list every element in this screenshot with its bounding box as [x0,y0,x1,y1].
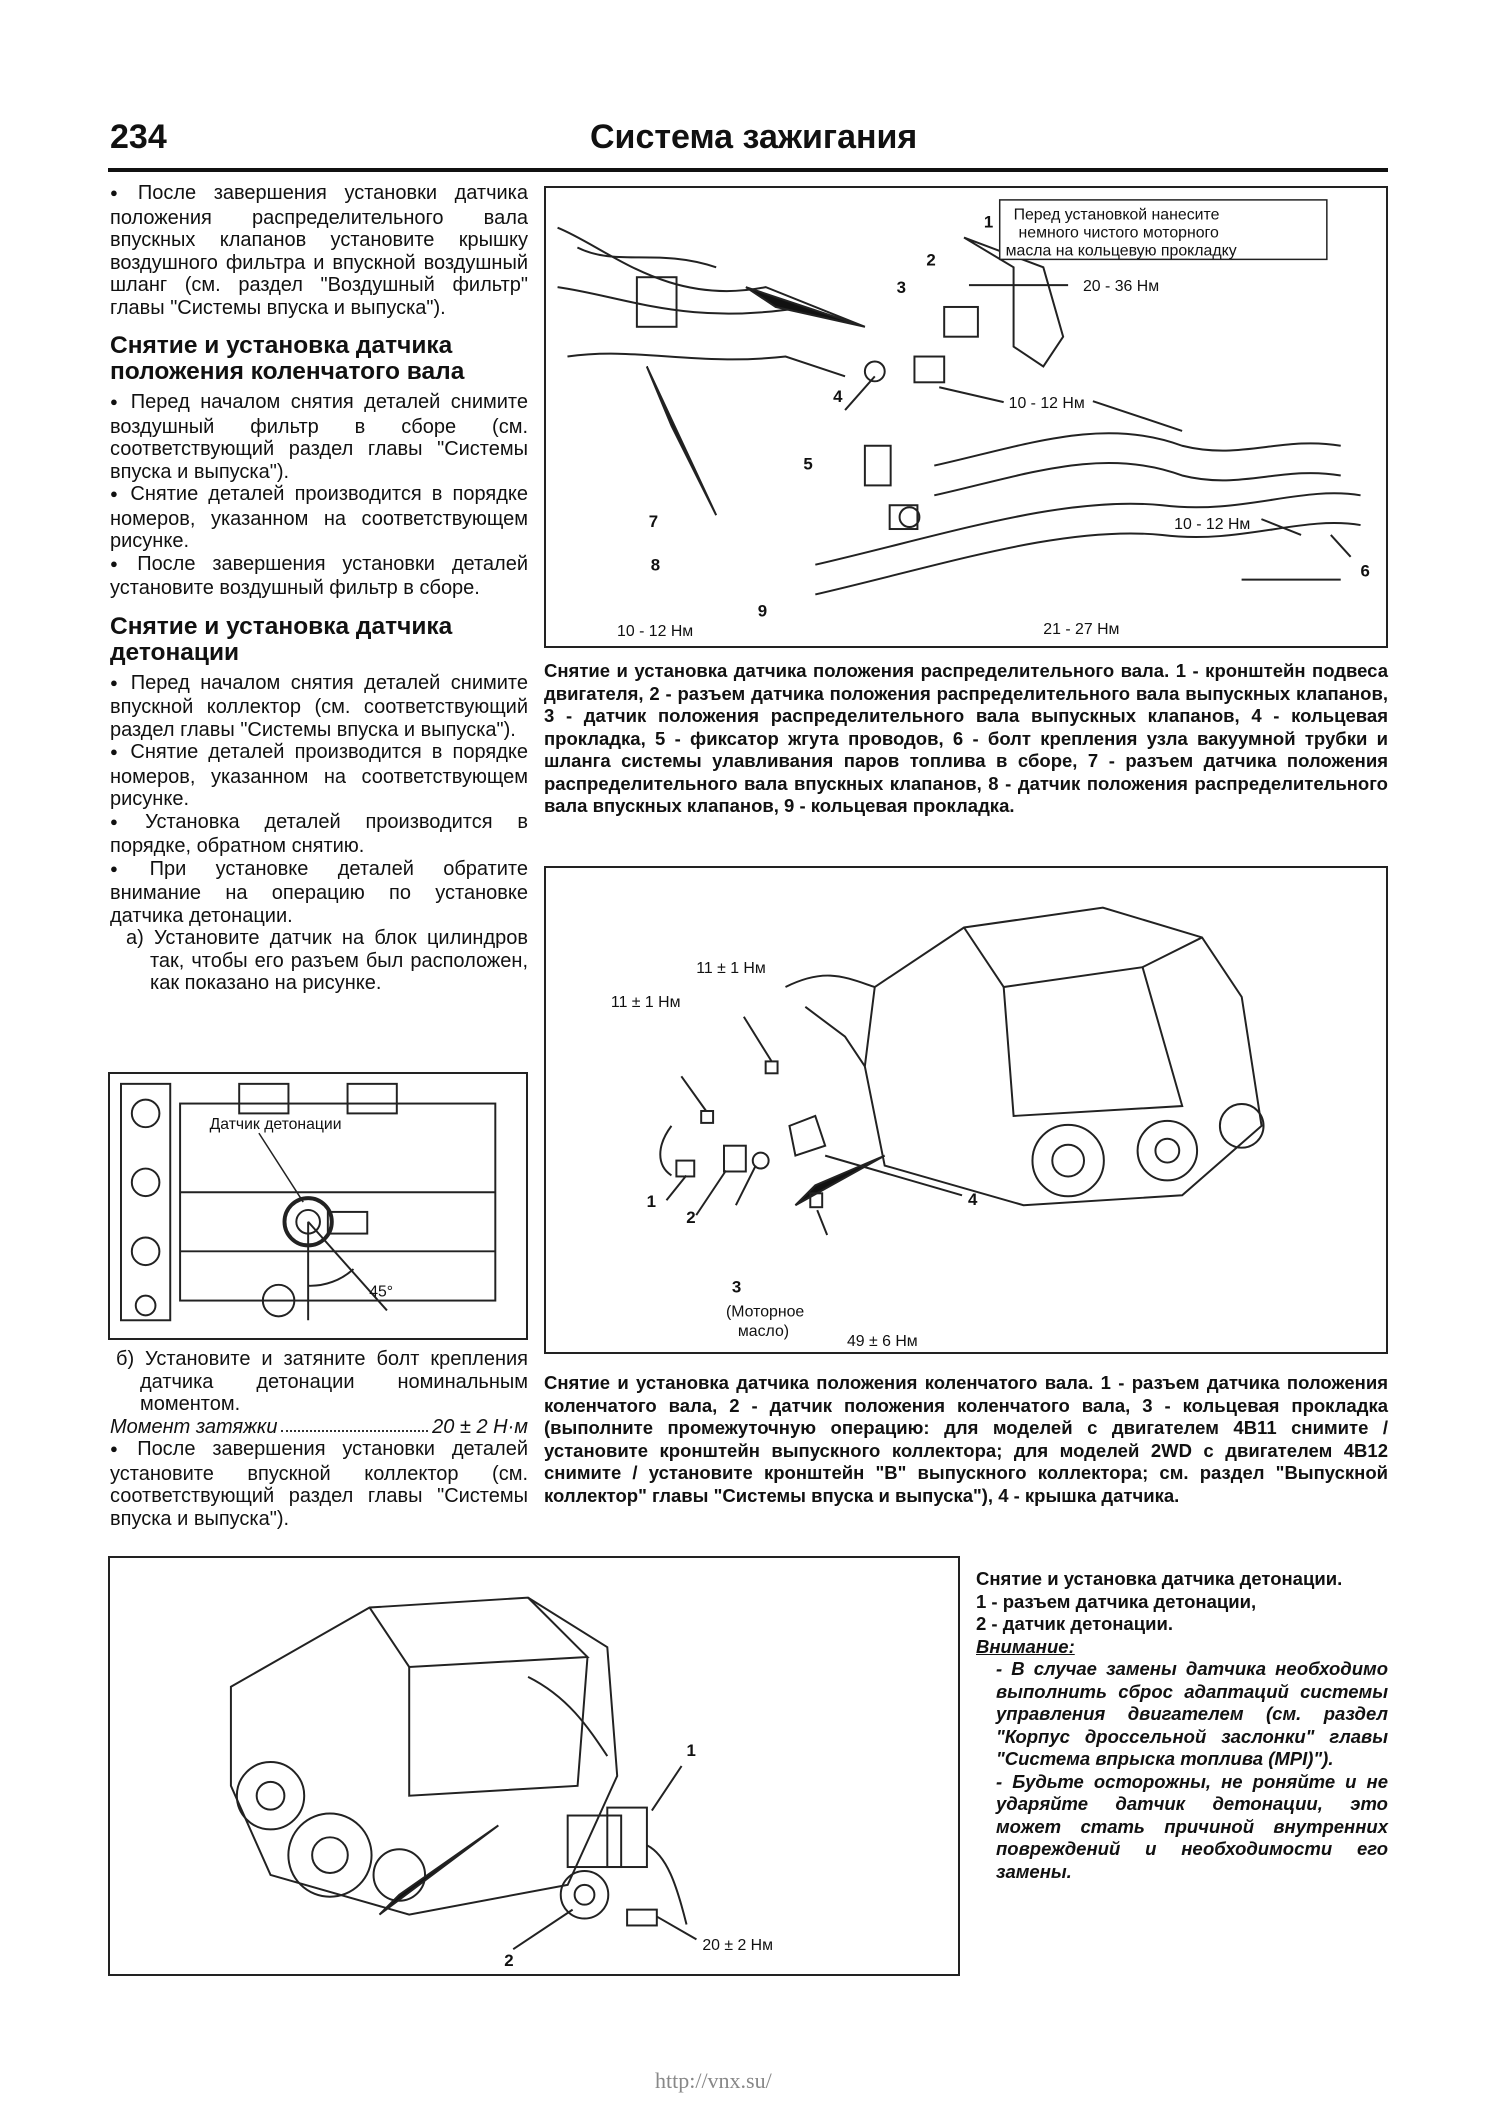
torque-label: Момент затяжки [110,1415,278,1438]
figure-crankshaft-sensor: 11 ± 1 Нм 11 ± 1 Нм 49 ± 6 Нм (Моторное … [544,866,1388,1354]
torque-value: 20 ± 2 Н·м [432,1415,528,1438]
camshaft-drawing: Перед установкой нанесите немного чистог… [557,199,1370,640]
side-caption: Снятие и установка датчика детонации. 1 … [976,1568,1388,1883]
knock-angle-drawing: Датчик детонации 45° [111,1074,525,1338]
footer-url[interactable]: http://vnx.su/ [655,2068,772,2093]
final-item: После завершения установки деталей устан… [110,1438,528,1530]
paragraph-after-cam: После завершения установки датчика полож… [110,182,528,319]
figure-camshaft-sensor: Перед установкой нанесите немного чистог… [544,186,1388,648]
left-column: После завершения установки датчика полож… [110,182,528,995]
crank-torque-label: 49 ± 6 Нм [847,1333,918,1350]
caption-camshaft: Снятие и установка датчика положения рас… [544,660,1388,816]
crank-torque-label: 11 ± 1 Нм [611,994,681,1011]
callout-9: 9 [758,601,767,620]
crankshaft-drawing: 11 ± 1 Нм 11 ± 1 Нм 49 ± 6 Нм (Моторное … [611,906,1265,1350]
warning-heading: Внимание: [976,1635,1075,1657]
callout-1: 1 [984,213,993,232]
callout-4: 4 [833,387,843,406]
oil-label-line: масло) [738,1323,789,1340]
callout-5: 5 [803,455,812,474]
heading-knock-sensor: Снятие и установка датчика детонации [110,612,453,666]
torque-leader [281,1416,429,1432]
cam-torque-label: 10 - 12 Нм [1174,516,1250,533]
callout-2: 2 [504,1951,513,1970]
angle-label: 45° [369,1284,393,1301]
knock-torque-label: 20 ± 2 Нм [702,1937,773,1954]
cam-torque-label: 10 - 12 Нм [1009,395,1085,412]
cam-torque-label: 20 - 36 Нм [1083,278,1159,295]
warning-2: - Будьте осторожны, не роняйте и не удар… [996,1770,1388,1882]
knock-item: Установка деталей производится в порядке… [110,811,528,858]
cam-torque-label: 21 - 27 Нм [1043,621,1119,638]
cam-torque-label: 10 - 12 Нм [617,623,693,640]
heading-crank-sensor: Снятие и установка датчика положения кол… [110,332,465,385]
knock-item: Снятие деталей производится в порядке но… [110,741,528,811]
oil-note-line: Перед установкой нанесите [1014,207,1220,224]
crank-item: После завершения установки деталей устан… [110,553,528,600]
knock-item: Перед началом снятия деталей снимите впу… [110,672,528,742]
oil-label-line: (Моторное [726,1303,804,1320]
figure-knock-angle: Датчик детонации 45° [108,1072,528,1340]
callout-1: 1 [647,1192,656,1211]
side-item-1: 1 - разъем датчика детонации, [976,1590,1257,1612]
step-a: а) Установите датчик на блок цилиндров т… [126,927,528,994]
section-title: Система зажигания [590,118,918,156]
step-b: б) Установите и затяните болт крепления … [116,1348,528,1415]
crank-torque-label: 11 ± 1 Нм [696,960,766,977]
callout-2: 2 [926,250,935,269]
torque-line: Момент затяжки 20 ± 2 Н·м [110,1416,528,1439]
crank-item: Перед началом снятия деталей снимите воз… [110,391,528,483]
knock-drawing: 1 2 20 ± 2 Нм [229,1596,773,1970]
callout-2: 2 [686,1208,695,1227]
callout-1: 1 [687,1741,696,1760]
crank-item: Снятие деталей производится в порядке но… [110,483,528,553]
callout-3: 3 [897,278,906,297]
page-number: 234 [110,118,167,156]
oil-note-line: масла на кольцевую прокладку [1006,242,1237,259]
side-title: Снятие и установка датчика детонации. [976,1568,1343,1589]
knock-sensor-label: Датчик детонации [210,1116,342,1133]
callout-8: 8 [651,556,660,575]
callout-7: 7 [649,512,658,531]
header-rule [108,168,1388,172]
callout-6: 6 [1361,562,1370,581]
side-item-2: 2 - датчик детонации. [976,1613,1173,1634]
left-column-bottom: б) Установите и затяните болт крепления … [110,1348,528,1530]
callout-4: 4 [968,1190,978,1209]
figure-knock-sensor: 1 2 20 ± 2 Нм [108,1556,960,1976]
oil-note-line: немного чистого моторного [1019,225,1219,242]
warning-1: - В случае замены датчика необходимо вып… [996,1658,1388,1769]
callout-3: 3 [732,1277,741,1296]
caption-crankshaft: Снятие и установка датчика положения кол… [544,1372,1388,1506]
knock-item: При установке деталей обратите внимание … [110,858,528,928]
